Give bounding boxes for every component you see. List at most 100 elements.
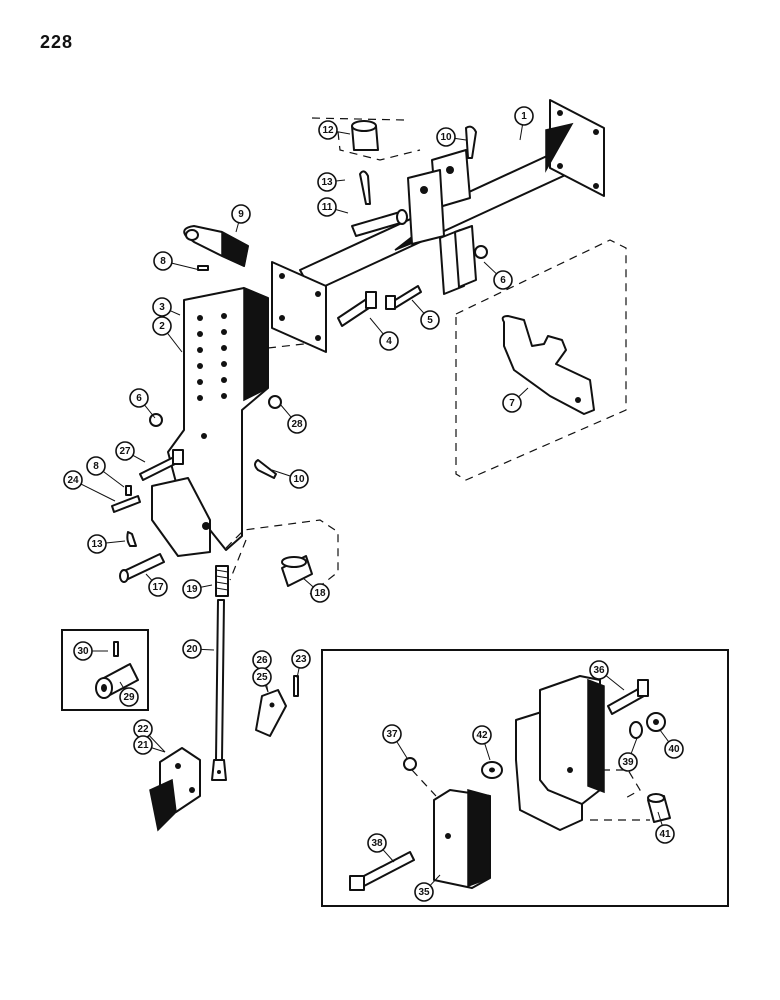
cotter-pin-13 <box>359 170 371 205</box>
callout-circle <box>133 735 153 755</box>
callout-circle <box>493 270 513 290</box>
callout-leader <box>119 681 125 690</box>
callout-circle <box>318 120 338 140</box>
callout-5: 5 <box>411 299 440 330</box>
cross-tube-assembly <box>271 99 605 353</box>
pin-8-lower <box>125 485 132 496</box>
bushing-12 <box>351 120 379 151</box>
callout-number: 24 <box>67 475 79 486</box>
latch-25 <box>255 689 287 737</box>
callout-circle <box>514 106 534 126</box>
pin-8 <box>197 265 209 271</box>
callout-number: 22 <box>137 724 149 735</box>
callout-circle <box>115 441 135 461</box>
callout-circle <box>420 310 440 330</box>
callout-circle <box>414 882 434 902</box>
left-mounting-plate <box>271 261 327 353</box>
callout-36: 36 <box>589 660 625 691</box>
callout-number: 6 <box>500 275 506 286</box>
callout-13: 13 <box>317 172 346 192</box>
bracket-21 <box>149 747 201 832</box>
callout-circle <box>655 824 675 844</box>
link-9 <box>183 225 249 268</box>
callout-circle <box>382 724 402 744</box>
callout-28: 28 <box>279 403 307 434</box>
nut-6 <box>474 245 488 259</box>
callout-number: 2 <box>159 321 165 332</box>
callout-leader <box>335 179 346 182</box>
callout-leader <box>105 540 126 544</box>
callout-circle <box>317 197 337 217</box>
nut-6-left <box>149 413 163 427</box>
callout-number: 8 <box>93 461 99 472</box>
callout-circle <box>436 127 456 147</box>
callout-leader <box>483 261 497 275</box>
callout-39: 39 <box>618 737 638 772</box>
drawbar-support <box>151 286 269 557</box>
callout-circle <box>63 470 83 490</box>
callout-24: 24 <box>63 470 116 502</box>
callout-11: 11 <box>317 197 349 217</box>
callout-circle <box>502 393 522 413</box>
callout-leader <box>302 577 314 588</box>
callout-number: 4 <box>386 336 392 347</box>
callout-number: 39 <box>622 757 634 768</box>
callout-number: 37 <box>386 729 398 740</box>
cotter-pin-10-lower <box>254 459 277 479</box>
callout-number: 12 <box>322 125 334 136</box>
bolt-5 <box>385 285 422 310</box>
callout-13: 13 <box>87 534 126 554</box>
callout-number: 28 <box>291 419 303 430</box>
callout-leader <box>429 874 441 886</box>
callout-leader <box>102 470 125 488</box>
cotter-pin-13-lower <box>126 531 137 547</box>
callout-leader <box>148 735 166 753</box>
callout-circle <box>86 456 106 476</box>
callout-circle <box>287 414 307 434</box>
callout-35: 35 <box>414 874 441 902</box>
callout-2: 2 <box>152 316 183 353</box>
cotter-pin-10 <box>465 125 477 159</box>
callout-4: 4 <box>369 317 399 351</box>
page-number: 228 <box>40 32 74 52</box>
callout-number: 19 <box>186 584 198 595</box>
callout-number: 36 <box>593 665 605 676</box>
callout-leader <box>518 387 529 398</box>
callout-number: 8 <box>160 256 166 267</box>
bushing-18 <box>281 555 313 587</box>
callout-circle <box>472 725 492 745</box>
callout-23: 23 <box>291 649 311 679</box>
callout-leader <box>659 729 670 743</box>
callout-circle <box>152 297 172 317</box>
callout-circle <box>291 649 311 669</box>
callout-circle <box>252 667 272 687</box>
callout-circle <box>153 251 173 271</box>
bolt-4 <box>337 291 377 327</box>
callout-30: 30 <box>73 641 108 661</box>
callout-number: 18 <box>314 588 326 599</box>
plate-7 <box>501 315 595 415</box>
lower-lug <box>454 225 477 288</box>
callout-leader <box>657 811 663 826</box>
callout-circle <box>367 833 387 853</box>
callout-leader <box>145 573 153 581</box>
callout-29: 29 <box>119 681 139 707</box>
callout-leader <box>336 131 351 135</box>
callout-leader <box>605 675 625 691</box>
callout-number: 10 <box>293 474 305 485</box>
callout-10: 10 <box>271 469 309 489</box>
callout-leader <box>132 454 146 463</box>
callout-number: 27 <box>119 446 131 457</box>
callout-38: 38 <box>367 833 395 863</box>
callout-number: 9 <box>238 209 244 220</box>
callout-10: 10 <box>436 127 467 147</box>
support-holes <box>197 313 227 530</box>
callout-leader <box>411 299 425 314</box>
callout-41: 41 <box>655 811 675 844</box>
callout-circle <box>317 172 337 192</box>
callout-leader <box>279 403 292 418</box>
callout-leader <box>396 741 408 759</box>
callout-leader <box>382 849 395 863</box>
callout-circle <box>310 583 330 603</box>
